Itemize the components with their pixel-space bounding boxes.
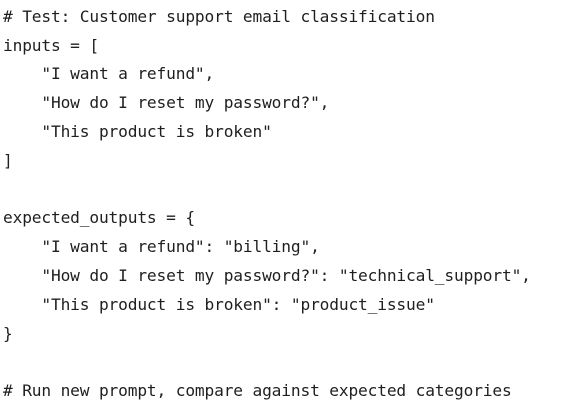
- code-line: "I want a refund": "billing",: [3, 237, 320, 256]
- code-line: ]: [3, 151, 13, 170]
- code-line: "How do I reset my password?": "technica…: [3, 266, 531, 285]
- code-comment-line: # Run new prompt, compare against expect…: [3, 381, 512, 400]
- code-line: "How do I reset my password?",: [3, 93, 330, 112]
- code-line: "I want a refund",: [3, 64, 215, 83]
- code-line: "This product is broken": "product_issue…: [3, 295, 435, 314]
- code-comment-line: # Test: Customer support email classific…: [3, 7, 435, 26]
- code-line: "This product is broken": [3, 122, 272, 141]
- code-line: inputs = [: [3, 36, 99, 55]
- code-line: }: [3, 324, 13, 343]
- code-line: expected_outputs = {: [3, 208, 195, 227]
